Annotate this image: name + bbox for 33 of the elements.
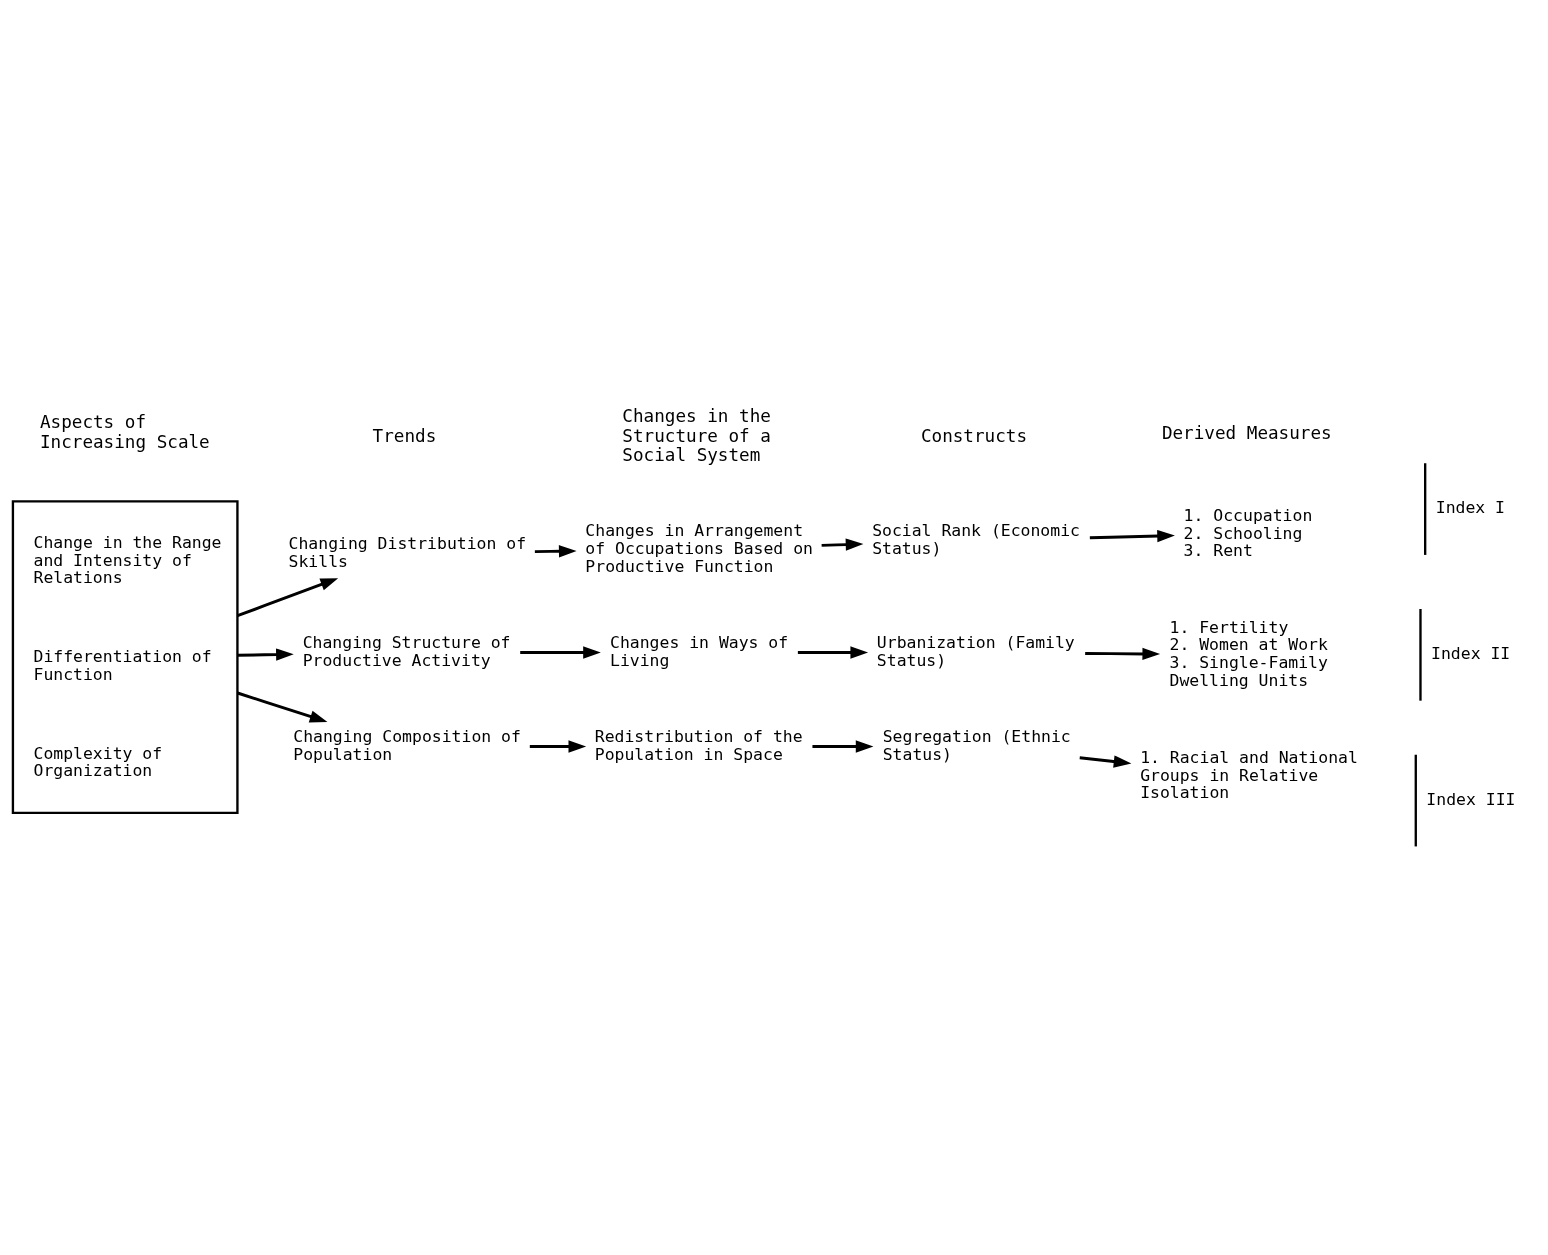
arrow <box>237 578 339 618</box>
arrow <box>520 646 601 659</box>
node-text: Changes in Arrangement of Occupations Based on Productive Function <box>585 521 813 576</box>
node-box: Change in the Range and Intensity of Relations Differentiation of Function Complexity of Organization <box>11 500 239 815</box>
node-text: Urbanization (Family Status) <box>876 633 1075 670</box>
arrow <box>797 646 869 659</box>
node-text: 1. Fertility 2. Women at Work 3. Single-Family Dwelling Units <box>1169 617 1328 690</box>
node-text: Social Rank (Economic Status) <box>872 521 1080 558</box>
label: Changes in the Structure of a Social System <box>622 405 771 466</box>
label: Aspects of Increasing Scale <box>39 411 210 452</box>
arrow <box>821 538 864 551</box>
label: Derived Measures <box>1161 423 1332 444</box>
node-text: Segregation (Ethnic Status) <box>882 727 1071 764</box>
arrow <box>812 740 874 753</box>
label: Index II <box>1431 644 1511 664</box>
arrow <box>1085 647 1161 661</box>
label: Index III <box>1426 789 1516 809</box>
label: Index I <box>1435 498 1506 518</box>
arrow <box>1089 529 1175 543</box>
node-text: Redistribution of the Population in Space <box>594 727 803 764</box>
node-text: Changing Composition of Population <box>293 727 521 764</box>
node-text: Changing Structure of Productive Activity <box>302 633 511 670</box>
arrow <box>237 648 294 661</box>
arrow <box>1079 755 1132 768</box>
arrow <box>534 545 577 558</box>
arrow <box>237 691 328 723</box>
label: Constructs <box>920 425 1028 446</box>
node-text: 1. Occupation 2. Schooling 3. Rent <box>1183 506 1313 561</box>
node-text: 1. Racial and National Groups in Relative Isolation <box>1140 748 1358 803</box>
arrow <box>529 740 587 753</box>
node-text: Changes in Ways of Living <box>610 633 789 670</box>
node-text: Changing Distribution of Skills <box>288 534 527 571</box>
label: Trends <box>372 425 437 446</box>
